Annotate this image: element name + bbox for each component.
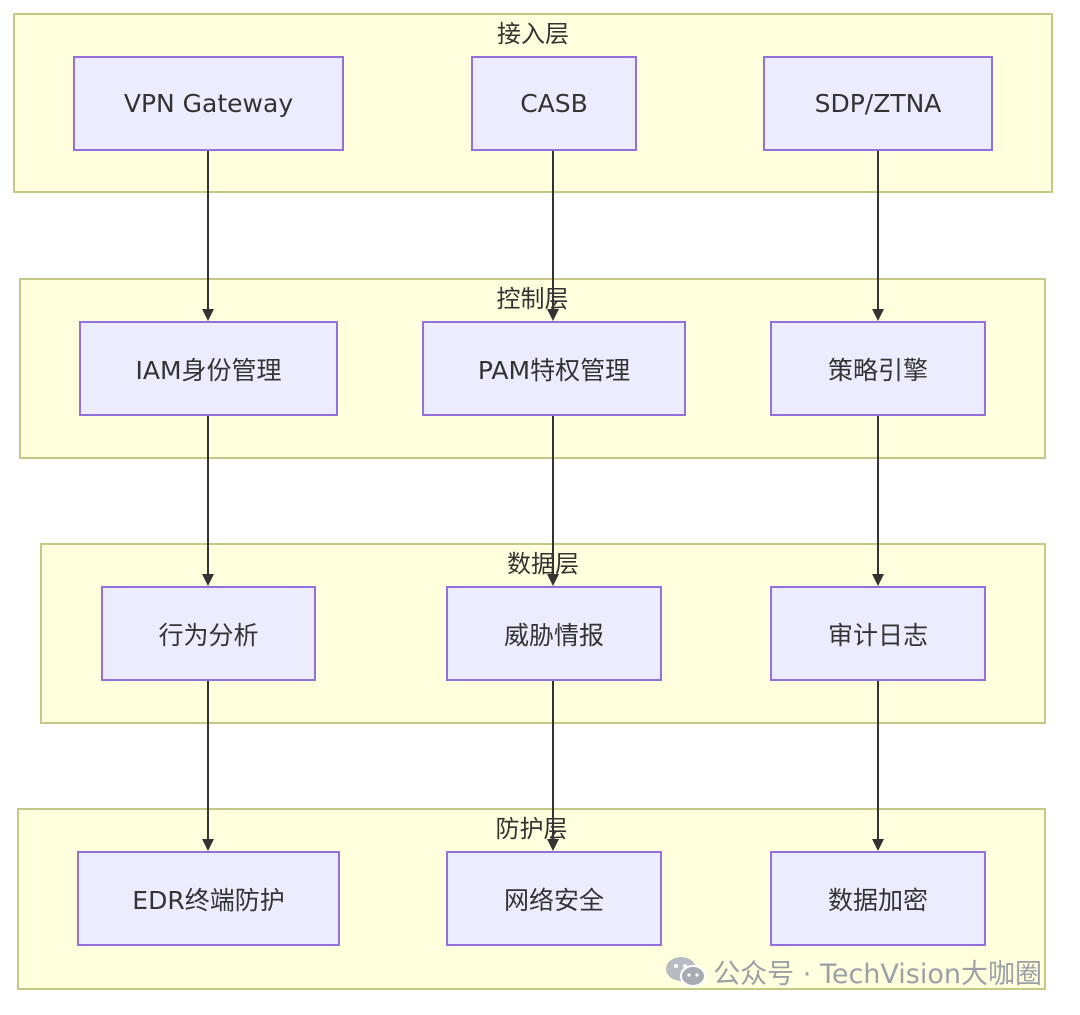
layer-title: 数据层: [507, 550, 579, 578]
node-edr: EDR终端防护: [77, 851, 340, 946]
node-iam: IAM身份管理: [79, 321, 338, 416]
layer-title: 防护层: [495, 815, 568, 843]
node-threat-intel: 威胁情报: [446, 586, 662, 681]
node-behavior-analysis: 行为分析: [101, 586, 316, 681]
node-network-security: 网络安全: [446, 851, 662, 946]
node-casb: CASB: [471, 56, 637, 151]
watermark: 公众号 · TechVision大咖圈: [665, 952, 1042, 991]
node-audit-log: 审计日志: [770, 586, 986, 681]
layer-title: 接入层: [497, 20, 569, 48]
node-policy-engine: 策略引擎: [770, 321, 986, 416]
node-data-encryption: 数据加密: [770, 851, 986, 946]
wechat-icon: [666, 956, 707, 987]
layer-title: 控制层: [496, 285, 569, 313]
watermark-text: 公众号 · TechVision大咖圈: [713, 959, 1042, 990]
node-pam: PAM特权管理: [422, 321, 686, 416]
node-sdp-ztna: SDP/ZTNA: [763, 56, 993, 151]
node-vpn-gateway: VPN Gateway: [73, 56, 344, 151]
